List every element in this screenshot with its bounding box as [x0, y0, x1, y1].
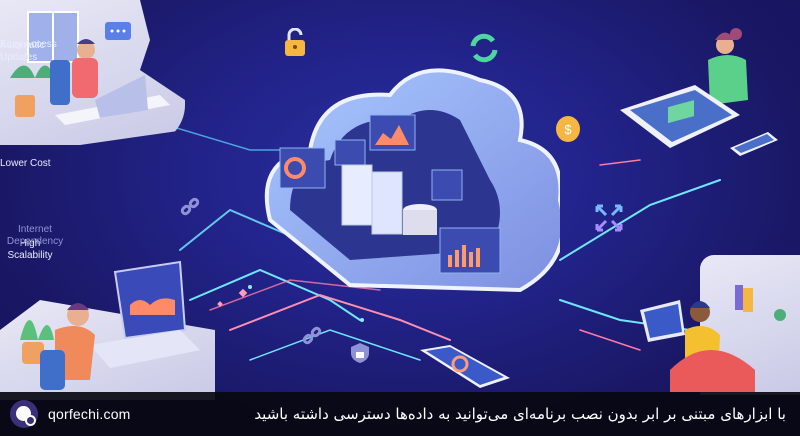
footer-bar: qorfechi.com با ابزارهای مبتنی بر ابر بد…	[0, 392, 800, 436]
feature-easy-access-label: Easy Access	[0, 39, 57, 50]
label-line: Internet	[18, 224, 52, 235]
footer-caption: با ابزارهای مبتنی بر ابر بدون نصب برنامه…	[254, 405, 786, 423]
person-with-tablet-illustration	[620, 28, 778, 156]
svg-text:$: $	[564, 122, 572, 137]
label-line: Automatic	[0, 40, 45, 51]
dollar-coin-icon: $	[556, 116, 580, 142]
person-at-laptop-illustration	[20, 260, 200, 390]
brand-logo-icon	[10, 400, 38, 428]
broken-link-icon	[302, 326, 322, 345]
shield-lock-icon	[351, 343, 369, 363]
label-line: Dependency	[6, 236, 64, 247]
person-at-desk-illustration	[10, 11, 170, 125]
broken-link-icon	[180, 197, 200, 216]
feature-lower-cost-label: Lower Cost	[0, 158, 51, 169]
drawback-internet-dependency-label: Internet Dependency	[0, 224, 70, 248]
feature-automatic-updates-label: Automatic Updates	[0, 40, 44, 64]
brand-name[interactable]: qorfechi.com	[48, 406, 131, 422]
refresh-arrows-icon	[470, 33, 498, 63]
expand-arrows-icon	[595, 204, 623, 232]
brand[interactable]: qorfechi.com	[10, 400, 131, 428]
label-line: Scalability	[7, 250, 53, 261]
cloud-server-illustration	[264, 68, 560, 293]
feature-high-scalability-label: High Scalability	[0, 238, 60, 262]
smartphone-illustration	[420, 345, 510, 388]
label-line: Updates	[0, 52, 38, 63]
person-on-beanbag-illustration	[640, 285, 786, 392]
padlock-open-icon	[285, 28, 305, 56]
label-line: High	[19, 238, 41, 249]
